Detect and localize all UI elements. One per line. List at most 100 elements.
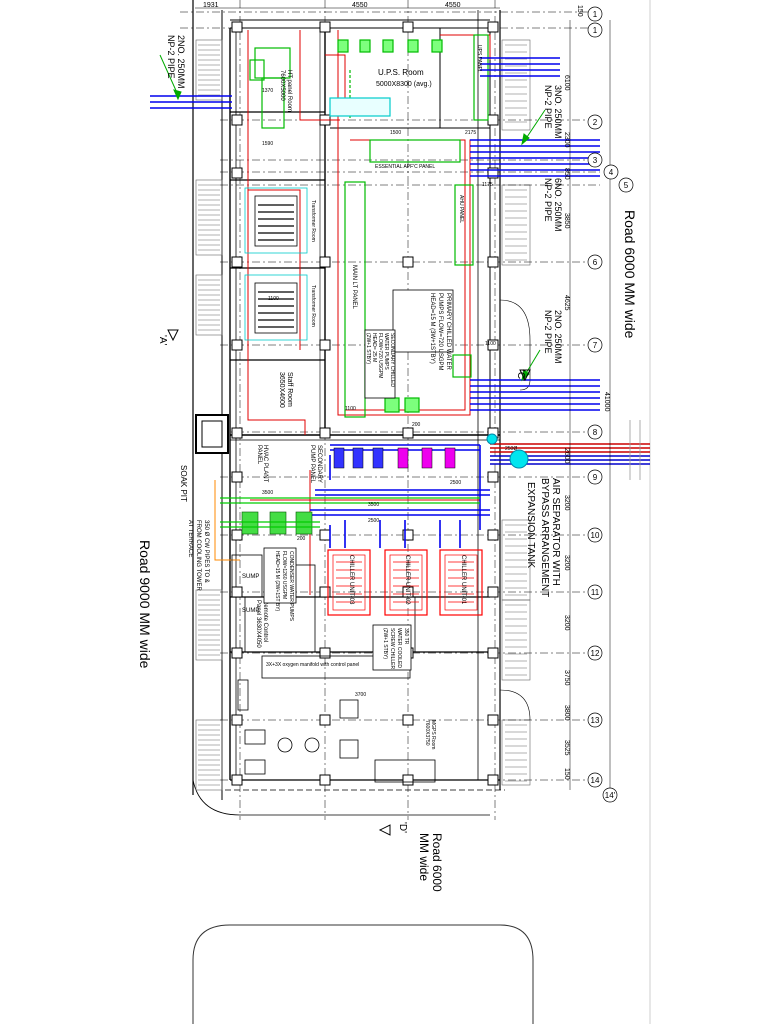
chiller-3-label: CHILLER UNIT-03 bbox=[348, 555, 354, 605]
cw-pipes-note: 350 Ø CW PIPES TO & FROM COOLING TOWER A… bbox=[187, 520, 209, 591]
svg-text:3500: 3500 bbox=[262, 490, 273, 496]
svg-text:850: 850 bbox=[563, 168, 570, 180]
svg-text:SCREW CHILLER: SCREW CHILLER bbox=[389, 628, 395, 670]
svg-text:AT TERRACE: AT TERRACE bbox=[187, 520, 193, 557]
svg-text:150: 150 bbox=[576, 5, 583, 17]
svg-text:3800: 3800 bbox=[563, 705, 570, 721]
building-outline bbox=[192, 0, 505, 816]
pipe-note-right-c-2: NP-2 PIPE bbox=[543, 310, 553, 354]
svg-text:1: 1 bbox=[593, 26, 598, 35]
ups-room-label: U.P.S. Room bbox=[378, 68, 424, 77]
main-lt-panel-label: MAIN LT PANEL bbox=[351, 265, 357, 310]
pipe-note-right-c-1: 2NO. 250MM bbox=[553, 310, 563, 364]
secondary-pumps bbox=[333, 447, 456, 469]
section-mark-d: 'D' bbox=[378, 822, 408, 836]
svg-text:4625: 4625 bbox=[563, 295, 570, 311]
remote-panel-label-1: Remote Control bbox=[262, 600, 268, 642]
transformers bbox=[244, 187, 308, 341]
pipe-note-right-b-1: 6NO. 250MM bbox=[553, 178, 563, 232]
svg-text:(2W+1 STBY): (2W+1 STBY) bbox=[382, 628, 388, 659]
svg-text:5: 5 bbox=[624, 181, 629, 190]
misc-dimensions: 1370 1590 1500 2175 1175 1100 2500 3500 … bbox=[262, 88, 517, 698]
svg-text:(2W+1 STBY): (2W+1 STBY) bbox=[365, 333, 371, 364]
chillers bbox=[327, 549, 483, 616]
secondary-pump-note: SECONDARY CHILLED WATER PUMPS FLOW=720 U… bbox=[364, 329, 396, 399]
road-bottom-label-1: Road 6000 bbox=[430, 833, 444, 892]
staff-room-label: Staff Room bbox=[286, 372, 293, 407]
grid-lines bbox=[180, 0, 600, 820]
air-separator-label-2: BYPASS ARRANGEMENT bbox=[539, 478, 550, 597]
svg-text:1500: 1500 bbox=[390, 130, 401, 136]
svg-text:250Ø: 250Ø bbox=[505, 446, 517, 452]
condenser-pump-note: CONDENSER WATER PUMPS FLOW=1260 USGPM HE… bbox=[263, 547, 297, 622]
water-chiller-note: 350 TR WATER COOLED SCREW CHILLER (2W+1 … bbox=[372, 624, 412, 671]
svg-text:CONDENSER WATER PUMPS: CONDENSER WATER PUMPS bbox=[288, 551, 294, 622]
air-separator-label-1: AIR SEPARATOR WITH bbox=[550, 478, 561, 586]
remote-panel-label-2: Panel 3630X4050 bbox=[255, 600, 261, 648]
svg-text:11: 11 bbox=[591, 588, 600, 597]
svg-text:FLOW=720 USGPM: FLOW=720 USGPM bbox=[377, 333, 383, 378]
svg-text:1931: 1931 bbox=[203, 2, 219, 9]
svg-text:3700: 3700 bbox=[355, 692, 366, 698]
svg-text:2500: 2500 bbox=[450, 480, 461, 486]
svg-text:3500: 3500 bbox=[368, 502, 379, 508]
svg-text:1100: 1100 bbox=[268, 296, 279, 302]
secondary-pump-panel-2: PUMP PANEL bbox=[309, 445, 315, 484]
svg-text:9: 9 bbox=[593, 473, 598, 482]
ups-panel bbox=[329, 97, 391, 117]
svg-text:4550: 4550 bbox=[352, 2, 368, 9]
lower-frame bbox=[192, 924, 534, 1024]
svg-text:8: 8 bbox=[593, 428, 598, 437]
svg-text:FLOW=1260 USGPM: FLOW=1260 USGPM bbox=[281, 551, 287, 599]
svg-text:3200: 3200 bbox=[563, 615, 570, 631]
ups-panel-label: UPS PANEL bbox=[476, 45, 482, 73]
svg-text:FROM COOLING TOWER: FROM COOLING TOWER bbox=[195, 520, 201, 591]
ahu-panel-label: AHU PANEL bbox=[458, 195, 464, 223]
chiller-1-label: CHILLER UNIT-01 bbox=[460, 555, 466, 605]
svg-text:HEAD=15 M (3W+1STBY): HEAD=15 M (3W+1STBY) bbox=[429, 293, 435, 364]
hvac-panel-label-1: HVAC PLANT bbox=[262, 445, 268, 483]
condenser-pumps bbox=[214, 480, 480, 561]
svg-text:150: 150 bbox=[563, 768, 570, 780]
soak-pit bbox=[195, 414, 229, 454]
svg-text:7: 7 bbox=[593, 341, 598, 350]
top-dimensions: 1931 4550 4550 150 bbox=[195, 2, 583, 17]
svg-text:2500: 2500 bbox=[368, 518, 379, 524]
svg-text:6: 6 bbox=[593, 258, 598, 267]
expansion-tank-label: EXPANSION TANK bbox=[525, 482, 536, 568]
mgps-room-size: 7600X3750 bbox=[424, 720, 430, 746]
hvac-panel-label-2: PANEL bbox=[256, 445, 262, 465]
staff-room-size: 3650X4600 bbox=[278, 372, 285, 408]
svg-text:6100: 6100 bbox=[563, 75, 570, 91]
pipe-note-right-b-2: NP-2 PIPE bbox=[543, 178, 553, 222]
svg-text:1175: 1175 bbox=[482, 182, 493, 188]
svg-text:PRIMARY CHILLED WATER: PRIMARY CHILLED WATER bbox=[445, 293, 451, 370]
essential-panel-label: ESSENTIAL APF'C PANEL bbox=[375, 164, 435, 170]
svg-text:41000: 41000 bbox=[603, 392, 610, 412]
green-panels bbox=[249, 34, 489, 418]
svg-text:'D': 'D' bbox=[397, 822, 408, 833]
svg-text:'C': 'C' bbox=[515, 370, 526, 381]
svg-text:3: 3 bbox=[593, 156, 598, 165]
svg-text:350 Ø CW PIPES TO &: 350 Ø CW PIPES TO & bbox=[203, 520, 209, 583]
left-ramps bbox=[195, 39, 223, 791]
svg-text:10: 10 bbox=[591, 531, 600, 540]
svg-text:1100: 1100 bbox=[345, 406, 356, 412]
section-mark-c: 'C' bbox=[515, 369, 531, 381]
mgps-room-label: MGPS Room bbox=[430, 720, 436, 749]
expansion-tank bbox=[509, 449, 529, 469]
svg-text:350 TR: 350 TR bbox=[403, 628, 409, 645]
svg-text:13: 13 bbox=[591, 716, 600, 725]
svg-text:4: 4 bbox=[609, 168, 614, 177]
grid-bubbles: 1 1 2 3 4 5 6 7 8 9 10 11 12 13 14 14' bbox=[587, 6, 634, 803]
svg-text:1590: 1590 bbox=[262, 141, 273, 147]
svg-text:3200: 3200 bbox=[563, 495, 570, 511]
right-ramps bbox=[499, 39, 531, 786]
transformer-room-2: Transformer Room bbox=[310, 285, 316, 327]
transformer-room-1: Transformer Room bbox=[310, 200, 316, 242]
svg-text:1: 1 bbox=[593, 10, 598, 19]
svg-text:14': 14' bbox=[605, 791, 616, 800]
pipe-note-right-a-2: NP-2 PIPE bbox=[543, 85, 553, 129]
secondary-pump-panel-1: SECONDARY bbox=[316, 445, 322, 483]
svg-text:200: 200 bbox=[297, 536, 306, 542]
